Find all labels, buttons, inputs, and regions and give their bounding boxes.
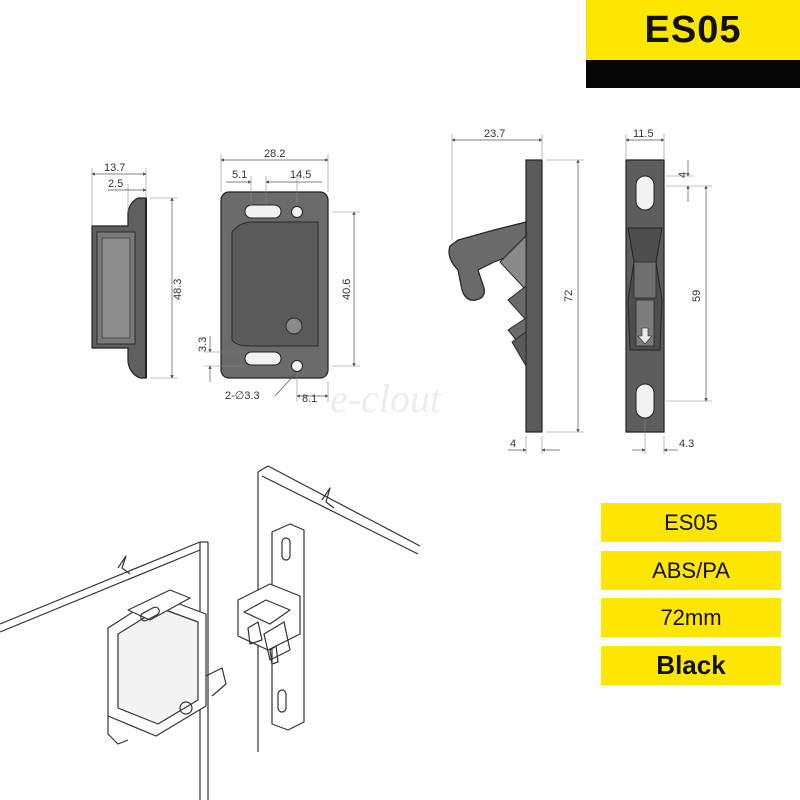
spec-model-text: ES05 [664,509,718,535]
dim-plate-hole-spacing: 59 [691,290,703,302]
dim-hole-spacing: 14.5 [290,169,311,181]
dim-side-width: 13.7 [104,162,125,174]
spec-material: ABS/PA [601,551,781,590]
catch-side-view [448,134,584,454]
spec-color-text: Black [656,650,726,680]
dim-slot-offset: 5.1 [232,169,247,181]
dim-hole-spec: 2-∅3.3 [225,390,260,402]
title-black-bar [586,60,800,88]
dim-hole-offset: 8.1 [302,393,317,405]
spec-length-text: 72mm [660,604,722,630]
dim-side-flange: 2.5 [108,178,123,190]
title-yellow-bar: ES05 [586,0,800,60]
dim-catch-length: 72 [563,290,575,302]
dim-plate-bottom: 4.3 [679,438,694,450]
spec-length: 72mm [601,598,781,637]
installation-illustration [0,465,421,800]
dim-plate-top-offset: 4 [677,172,689,178]
spec-material-text: ABS/PA [652,557,730,583]
model-title-badge: ES05 [586,0,800,88]
watermark: e-clout [330,376,442,421]
dim-bottom-offset: 3.3 [197,337,209,352]
spec-color: Black [601,646,781,685]
side-view [91,168,178,379]
model-title: ES05 [644,8,742,51]
dim-plate-width: 11.5 [633,128,654,140]
dim-catch-base: 4 [510,438,516,450]
front-view [204,154,360,402]
dim-side-height: 48.3 [172,279,184,300]
dim-catch-depth: 23.7 [484,128,505,140]
dim-front-height: 40.6 [341,279,353,300]
dim-front-width: 28.2 [264,148,285,160]
catch-front-view [625,134,712,454]
spec-model: ES05 [601,503,781,542]
